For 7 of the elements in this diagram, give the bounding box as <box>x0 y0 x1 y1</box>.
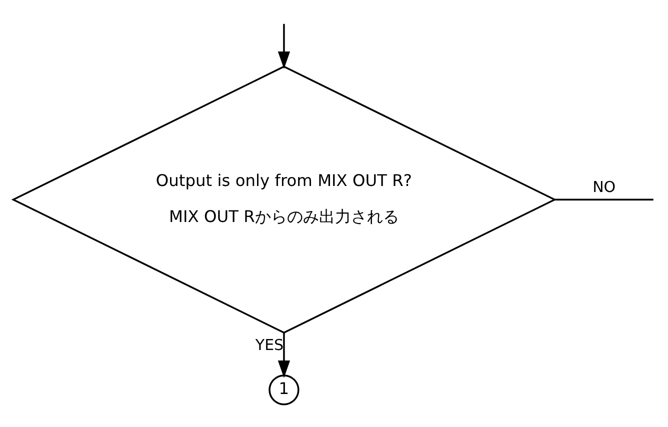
edge-label: NO <box>592 178 616 196</box>
connector <box>554 198 654 200</box>
arrow <box>278 24 290 69</box>
edge-label: YES <box>255 336 284 354</box>
arrow <box>278 332 290 378</box>
node-circle: 1 <box>268 374 300 406</box>
node-diamond: Output is only from MIX OUT R? MIX OUT Rからのみ出力される <box>11 66 557 334</box>
